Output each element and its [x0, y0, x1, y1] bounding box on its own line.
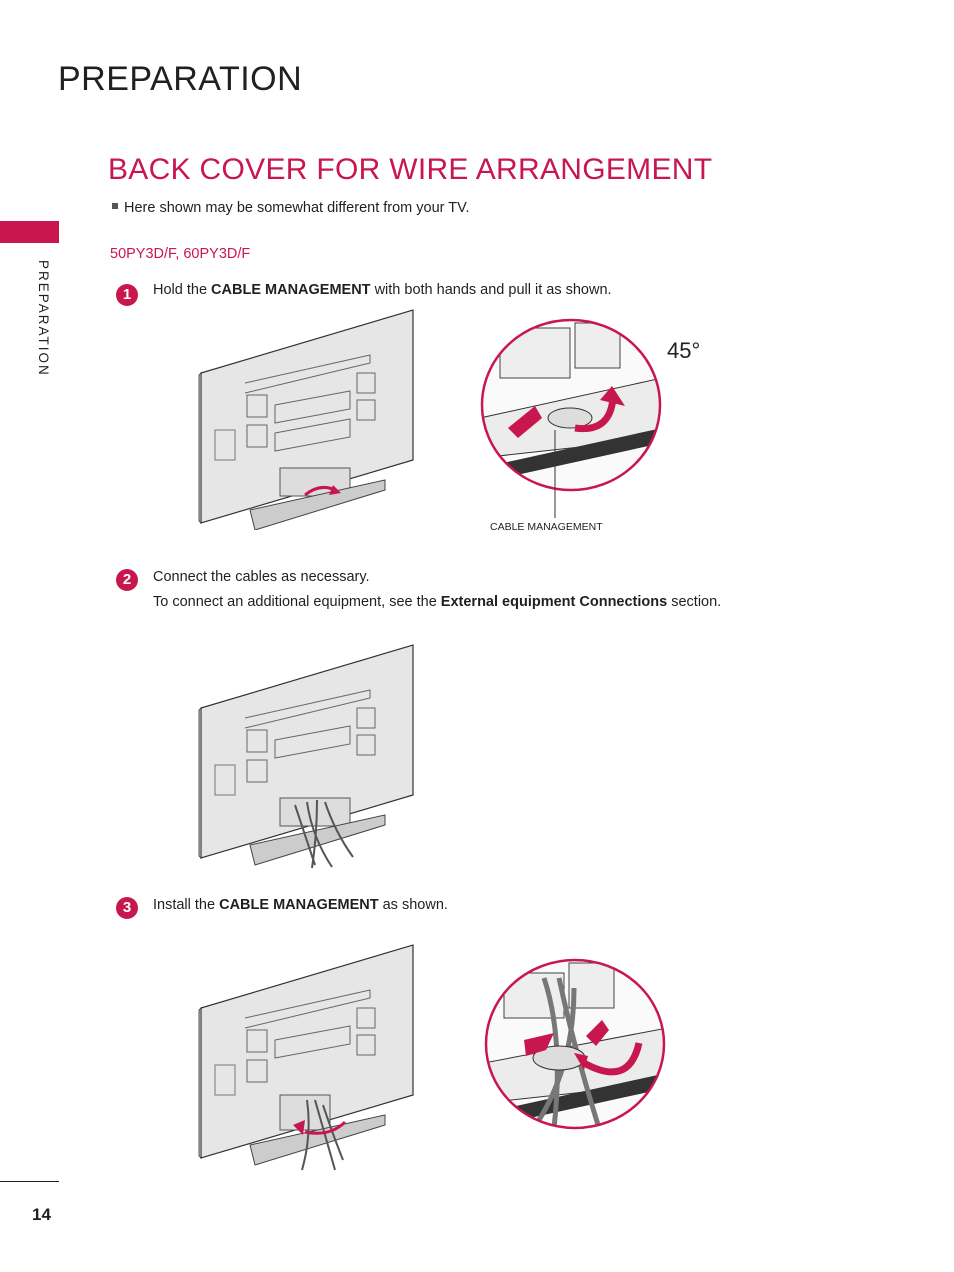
callout-leader-line	[554, 430, 556, 518]
step-2-bold: External equipment Connections	[440, 594, 668, 610]
step-2-post: section.	[667, 594, 722, 610]
step-1-bold: CABLE MANAGEMENT	[211, 282, 371, 298]
tv-back-illustration-1	[198, 309, 414, 530]
step-2-pre: To connect an additional equipment, see …	[153, 594, 441, 610]
step-3-pre: Install the	[153, 897, 220, 913]
tv-back-illustration-2	[198, 644, 414, 869]
detail-circle-pull	[480, 318, 662, 492]
step-1-badge: 1	[116, 284, 138, 306]
tv-back-illustration-3	[198, 944, 414, 1171]
page-number: 14	[32, 1205, 51, 1224]
detail-circle-install	[484, 958, 666, 1130]
side-tab-marker	[0, 221, 59, 243]
angle-label: 45°	[667, 338, 701, 363]
step-2-line2: To connect an additional equipment, see …	[153, 594, 721, 610]
note-text: Here shown may be somewhat different fro…	[124, 200, 470, 216]
bullet-square-icon	[112, 203, 118, 210]
note: Here shown may be somewhat different fro…	[112, 200, 469, 216]
step-2-line1: Connect the cables as necessary.	[153, 569, 370, 585]
model-label: 50PY3D/F, 60PY3D/F	[110, 246, 251, 262]
step-1-post: with both hands and pull it as shown.	[370, 282, 612, 298]
step-1-pre: Hold the	[153, 282, 212, 298]
step-3-bold: CABLE MANAGEMENT	[219, 897, 379, 913]
step-2-badge: 2	[116, 569, 138, 591]
step-3-post: as shown.	[378, 897, 448, 913]
footer-rule	[0, 1181, 59, 1182]
step-3-text: Install the CABLE MANAGEMENT as shown.	[153, 897, 448, 913]
callout-label: CABLE MANAGEMENT	[490, 521, 603, 533]
step-1-text: Hold the CABLE MANAGEMENT with both hand…	[153, 282, 612, 298]
page-header: PREPARATION	[58, 60, 303, 98]
section-title: BACK COVER FOR WIRE ARRANGEMENT	[108, 153, 713, 186]
step-3-badge: 3	[116, 897, 138, 919]
side-tab-label: PREPARATION	[36, 260, 51, 377]
